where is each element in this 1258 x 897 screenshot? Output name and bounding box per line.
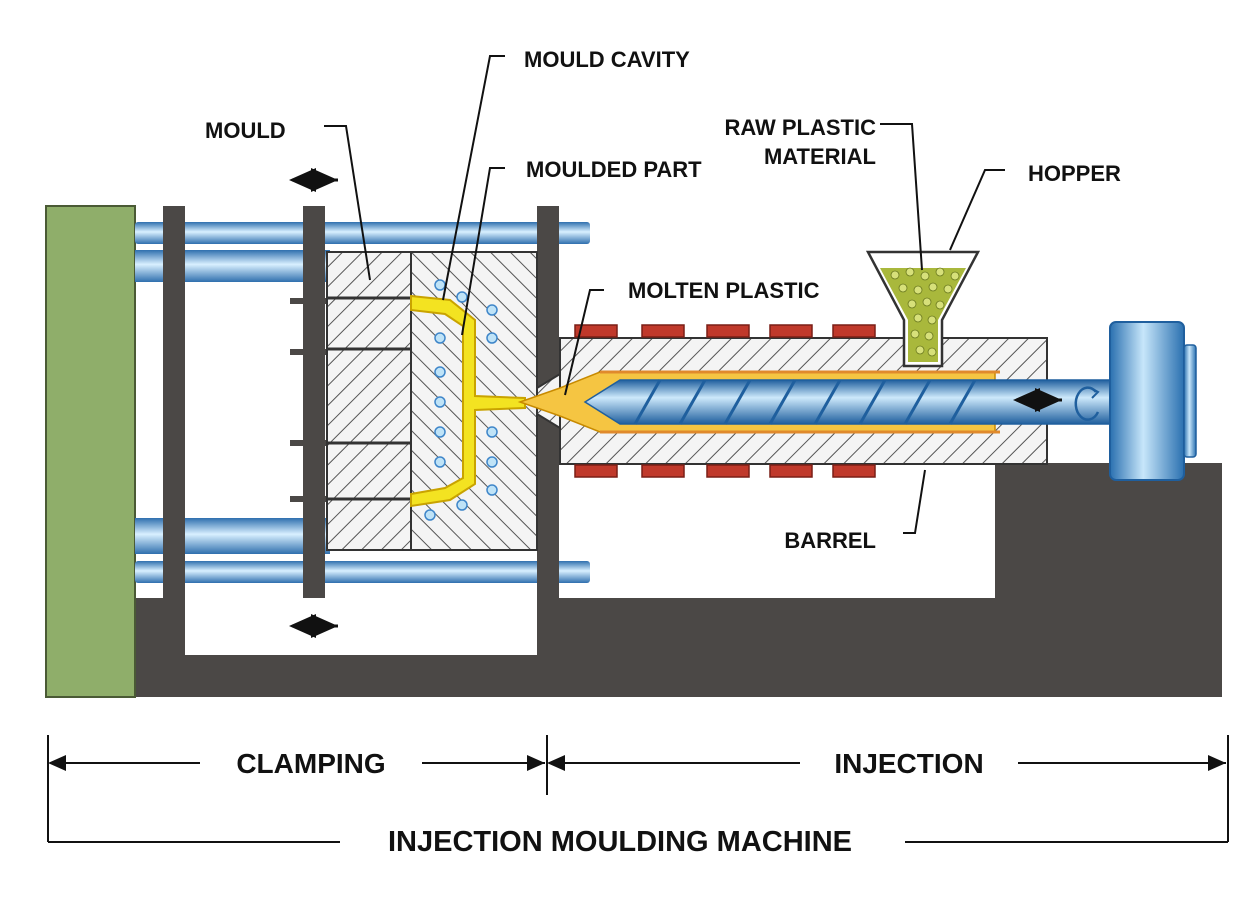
- label-barrel: BARREL: [784, 528, 876, 553]
- cooling-channels: [424, 279, 498, 521]
- label-mould-cavity: MOULD CAVITY: [524, 47, 690, 72]
- section-label-injection: INJECTION: [834, 748, 983, 779]
- label-molten-plastic: MOLTEN PLASTIC: [628, 278, 820, 303]
- label-raw-plastic-line1: RAW PLASTIC: [724, 115, 876, 140]
- stationary-end-plate: [45, 205, 136, 698]
- leader-lines: [324, 55, 1005, 534]
- screw: [583, 379, 1111, 425]
- moulded-part: [410, 294, 526, 508]
- ejector-pins: [290, 298, 330, 502]
- label-mould: MOULD: [205, 118, 286, 143]
- rear-platen: [163, 206, 185, 598]
- heater-bands: [574, 324, 876, 478]
- machine-base: [135, 463, 1222, 697]
- section-dimension-lines: [47, 735, 1229, 843]
- section-label-clamping: CLAMPING: [236, 748, 385, 779]
- hopper: [865, 250, 981, 368]
- diagram-title: INJECTION MOULDING MACHINE: [388, 826, 852, 858]
- mould: [326, 251, 538, 551]
- moving-platen: [303, 206, 325, 598]
- label-raw-plastic-line2: MATERIAL: [764, 144, 876, 169]
- label-hopper: HOPPER: [1028, 161, 1121, 186]
- rotation-arrow-icon: [1074, 386, 1100, 421]
- screw-drive-unit: [1109, 321, 1197, 481]
- label-moulded-part: MOULDED PART: [526, 157, 702, 182]
